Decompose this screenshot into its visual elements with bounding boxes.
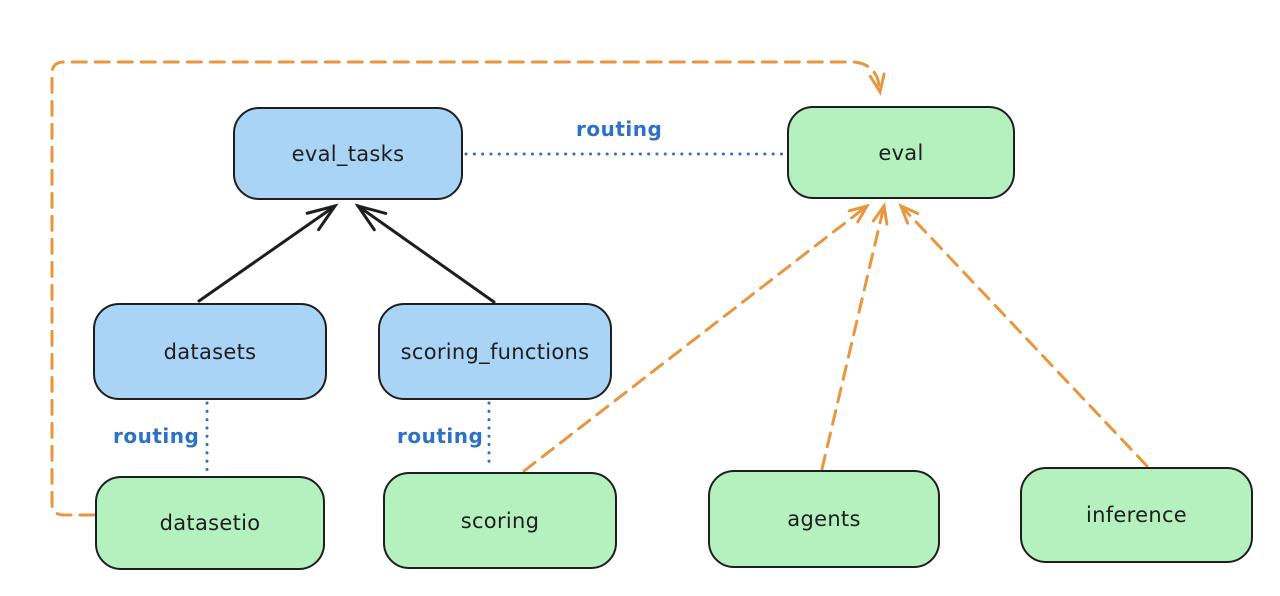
node-datasetio-label: datasetio [159,511,261,535]
node-scoring-functions: scoring_functions [378,303,612,400]
edge-scoring-to-eval [522,203,871,473]
node-agents-label: agents [787,507,861,531]
node-datasets: datasets [93,303,327,400]
node-datasetio: datasetio [95,476,325,570]
node-eval-tasks: eval_tasks [233,107,463,200]
node-eval-tasks-label: eval_tasks [291,141,405,166]
node-eval-label: eval [878,140,924,165]
node-inference: inference [1020,467,1253,563]
edge-agents-to-eval [820,202,889,471]
node-scoring: scoring [383,472,617,569]
edge-inference-to-eval [898,203,1149,468]
node-eval: eval [787,106,1015,199]
node-inference-label: inference [1085,503,1188,527]
edge-datasets-to-eval_tasks [197,203,339,303]
edge-label-routing-scoring: routing [397,424,484,448]
node-scoring-functions-label: scoring_functions [400,339,590,364]
edge-label-routing-datasets: routing [113,424,200,448]
edge-label-routing-top: routing [576,117,663,141]
node-agents: agents [708,470,940,568]
edge-scoring_functions-to-eval_tasks [354,203,496,304]
node-datasets-label: datasets [163,339,257,364]
edge-datasetio-to-eval [50,60,886,517]
node-scoring-label: scoring [460,508,540,533]
